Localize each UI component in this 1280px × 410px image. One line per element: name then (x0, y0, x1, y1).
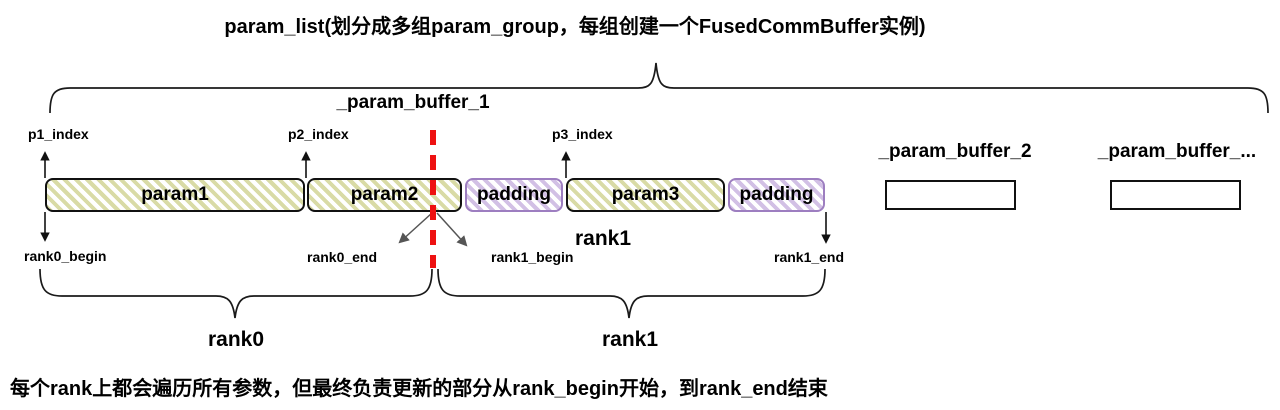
segment-param1-label: param1 (141, 184, 209, 205)
top-overbrace (49, 62, 1269, 114)
rank0-underbrace (39, 268, 433, 319)
segment-param3-label: param3 (611, 184, 680, 205)
p3-index-label: p3_index (552, 126, 613, 142)
segment-padding-2-label: padding (739, 184, 814, 205)
segment-param3: param3 (566, 178, 725, 212)
rank1-brace-label: rank1 (601, 328, 659, 351)
rank1-begin-arrow (436, 212, 468, 247)
rank1-underbrace (437, 268, 826, 319)
rank0-end-label: rank0_end (307, 249, 378, 265)
param-buffer-more-label: _param_buffer_... (1097, 141, 1257, 162)
segment-padding-2: padding (728, 178, 825, 212)
footer-note: 每个rank上都会遍历所有参数，但最终负责更新的部分从rank_begin开始，… (10, 378, 828, 400)
rank1-end-label: rank1_end (774, 249, 845, 265)
rank1-begin-label: rank1_begin (491, 249, 574, 265)
segment-padding-1: padding (465, 178, 563, 212)
segment-param2-label: param2 (350, 184, 419, 205)
param-buffer-2-box (885, 180, 1016, 210)
rank0-begin-label: rank0_begin (24, 248, 107, 264)
p2-index-label: p2_index (288, 126, 349, 142)
diagram-title: param_list(划分成多组param_group，每组创建一个FusedC… (224, 16, 926, 38)
segment-param2: param2 (307, 178, 462, 212)
param-buffer-1-label: _param_buffer_1 (336, 92, 490, 113)
p1-index-label: p1_index (28, 126, 89, 142)
param-buffer-more-box (1110, 180, 1241, 210)
rank1-inline-label: rank1 (575, 227, 632, 250)
rank0-brace-label: rank0 (207, 328, 265, 351)
segment-param1: param1 (45, 178, 305, 212)
rank0-end-arrow (398, 212, 433, 244)
param-buffer-2-label: _param_buffer_2 (878, 141, 1032, 162)
segment-padding-1-label: padding (477, 184, 551, 205)
